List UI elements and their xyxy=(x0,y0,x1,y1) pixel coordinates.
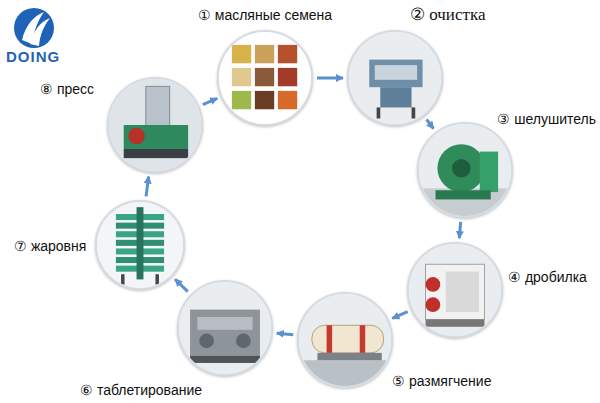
crusher-illustration xyxy=(409,244,501,336)
step-picture xyxy=(95,200,185,290)
logo-mark xyxy=(8,6,68,50)
process-step: ③ шелушитель xyxy=(417,122,513,218)
seeds-illustration xyxy=(219,32,311,124)
step-label: ⑦ жаровня xyxy=(14,237,86,255)
roaster-illustration xyxy=(97,202,183,288)
step-picture xyxy=(177,280,273,376)
process-step: ④ дробилка xyxy=(407,242,503,338)
process-step: ⑧ пресс xyxy=(107,77,203,173)
step-label: ⑧ пресс xyxy=(40,80,94,98)
step-label: ③ шелушитель xyxy=(497,110,596,128)
flow-arrow xyxy=(203,98,217,104)
press-illustration xyxy=(109,79,201,171)
step-label: ① масляные семена xyxy=(198,6,332,24)
flow-arrow xyxy=(317,77,343,80)
flow-arrow xyxy=(459,222,460,238)
logo-text: DOING xyxy=(6,48,60,65)
step-label: ⑥ таблетирование xyxy=(80,381,202,399)
husker-illustration xyxy=(419,124,511,216)
step-label: ⑤ размягчение xyxy=(392,372,491,390)
process-step: ① масляные семена xyxy=(217,30,313,126)
step-picture xyxy=(407,242,503,338)
step-picture xyxy=(297,292,393,388)
process-step: ⑦ жаровня xyxy=(95,200,185,290)
cleaner-illustration xyxy=(349,32,441,124)
flaker-illustration xyxy=(179,282,271,374)
flow-arrow xyxy=(277,333,294,335)
flow-arrow xyxy=(146,177,148,197)
step-picture xyxy=(417,122,513,218)
process-step: ⑥ таблетирование xyxy=(177,280,273,376)
step-picture xyxy=(347,30,443,126)
step-label: ④ дробилка xyxy=(508,268,587,286)
step-picture xyxy=(217,30,313,126)
process-step: ⑤ размягчение xyxy=(297,292,393,388)
drum-illustration xyxy=(299,294,391,386)
step-picture xyxy=(107,77,203,173)
flow-arrow xyxy=(392,312,407,319)
step-label: ② очистка xyxy=(410,5,485,25)
process-step: ② очистка xyxy=(347,30,443,126)
